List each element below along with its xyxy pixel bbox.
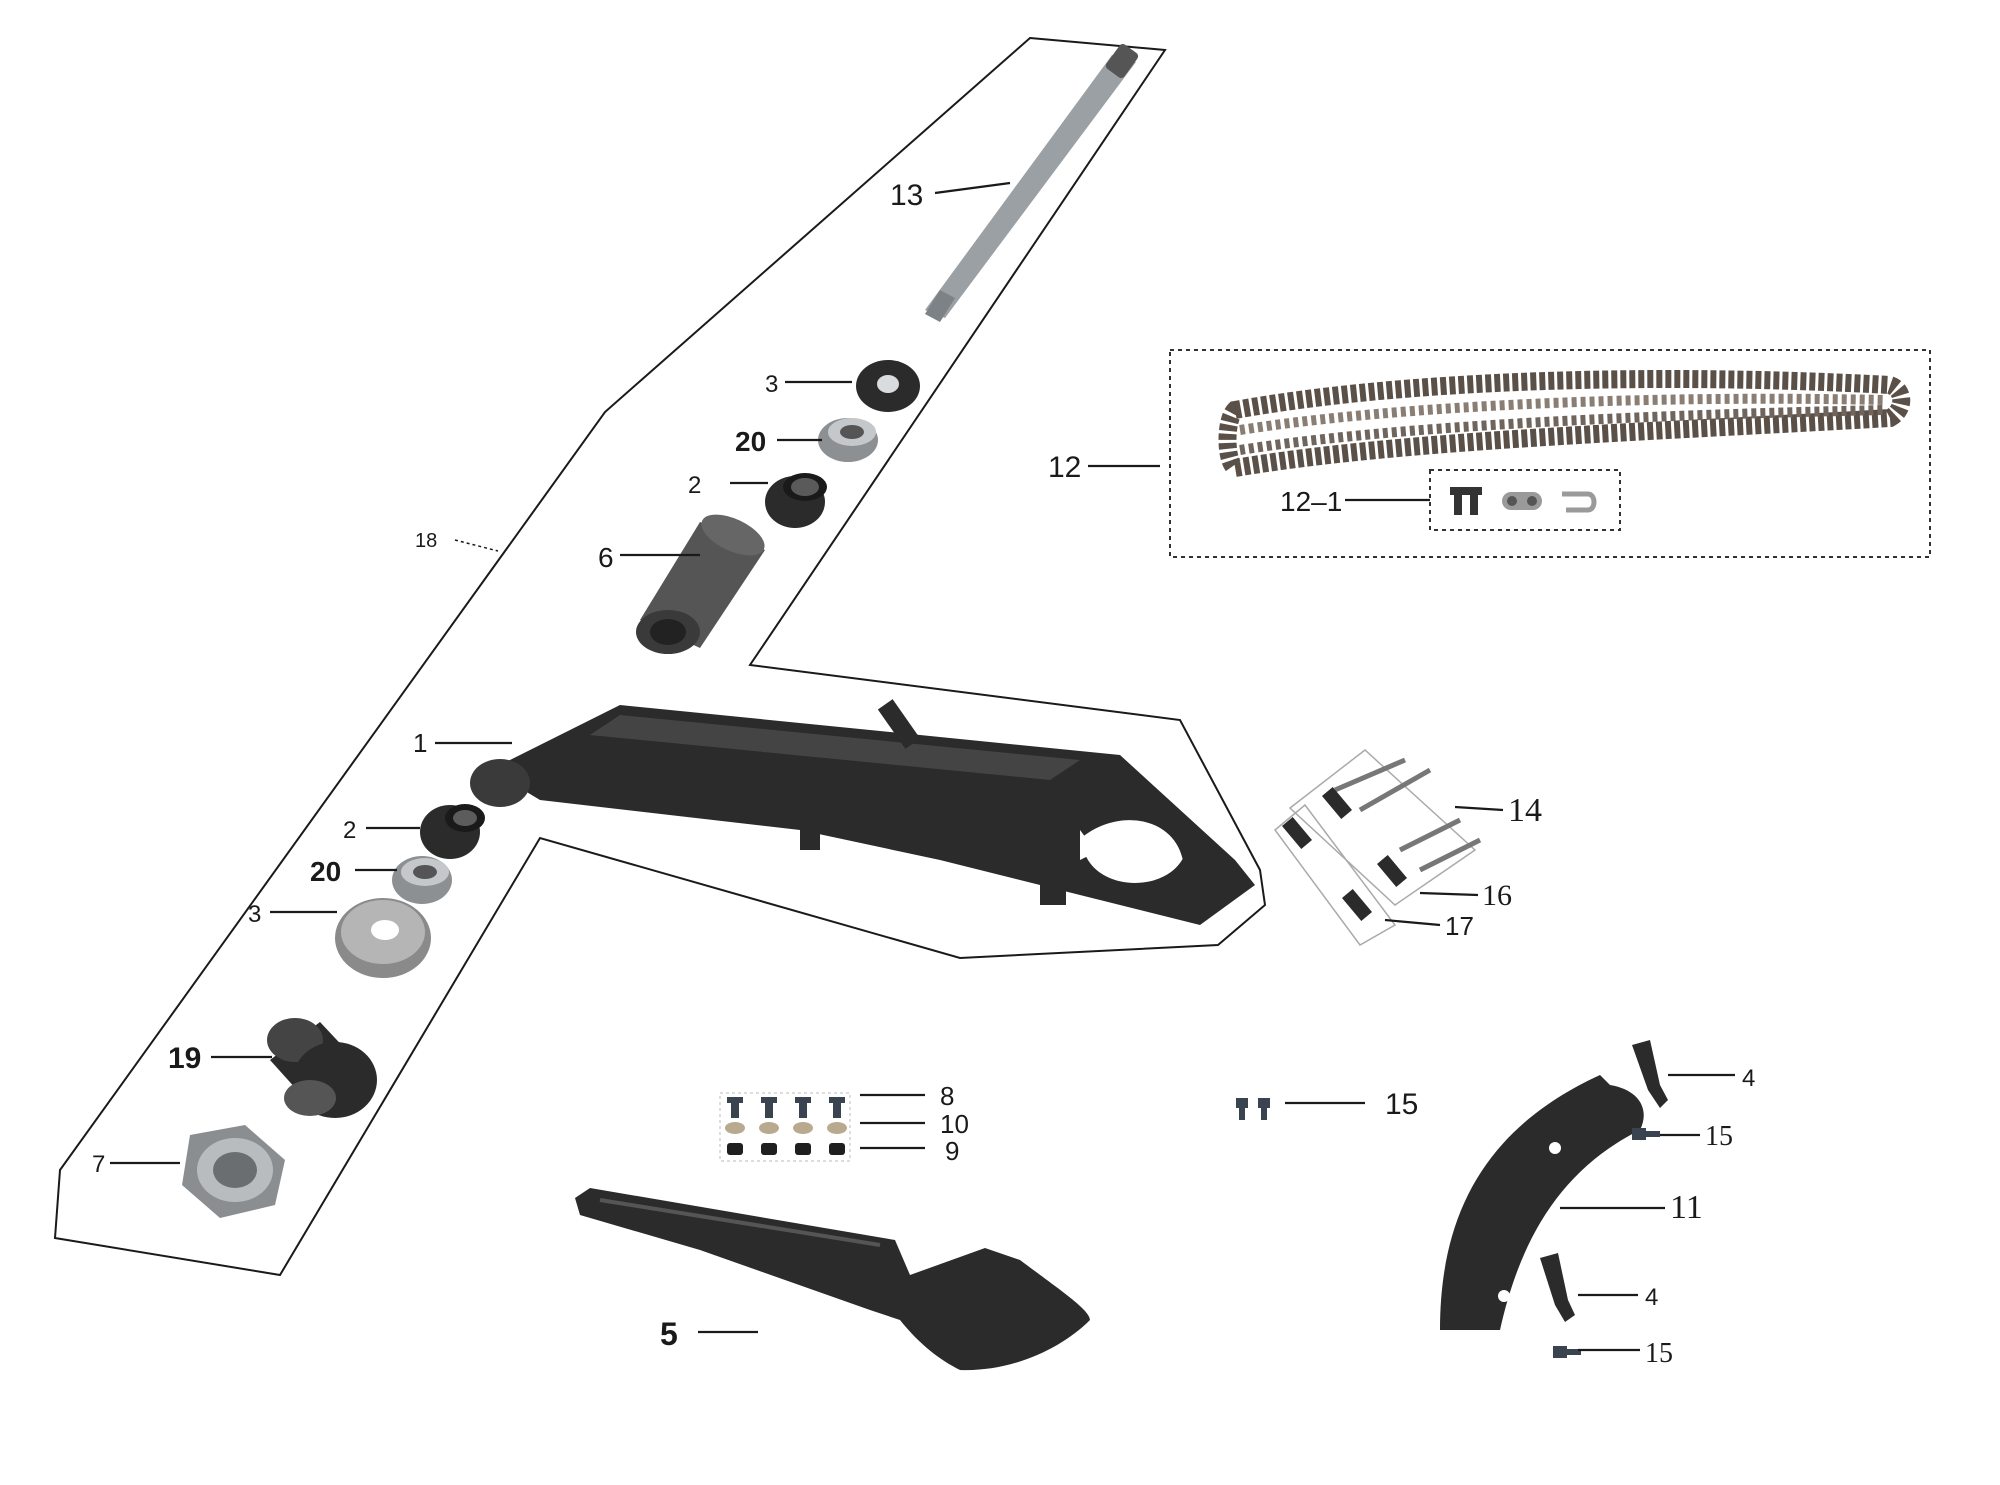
leader-lines: [110, 181, 1735, 1352]
chain-master-link-icon: [1450, 487, 1597, 515]
washer-top-icon: [856, 360, 920, 412]
drive-chain-icon: [1218, 369, 1911, 478]
callout-13: 13: [890, 179, 923, 212]
callout-15-top: 15: [1705, 1121, 1733, 1152]
fastener-set-icon: [719, 1092, 851, 1162]
chain-box-12: [1169, 349, 1931, 558]
callout-19: 19: [168, 1042, 201, 1075]
rear-mudguard-icon: [1440, 1075, 1644, 1330]
callout-3-top: 3: [765, 371, 778, 398]
chain-roller-icon: [267, 1018, 377, 1118]
spacer-tube-icon: [636, 514, 765, 654]
bearing-bottom-icon: [392, 856, 452, 904]
callout-9: 9: [945, 1136, 959, 1166]
callout-17: 17: [1445, 911, 1474, 941]
callout-18: 18: [415, 530, 437, 552]
bolt-top-icon: [1632, 1128, 1660, 1140]
callout-15-left: 15: [1385, 1088, 1418, 1121]
group-outline-18: [53, 36, 1267, 1277]
callout-4-top: 4: [1742, 1065, 1755, 1092]
callout-8: 8: [940, 1081, 954, 1111]
callout-14: 14: [1508, 792, 1542, 829]
bearing-top-icon: [818, 418, 878, 462]
bracket-top-icon: [1632, 1040, 1668, 1108]
bolt-pair-icon: [1236, 1098, 1270, 1120]
bolt-bottom-icon: [1553, 1346, 1581, 1358]
callout-2-top: 2: [688, 472, 701, 499]
chain-guard-icon: [575, 1188, 1090, 1371]
bushing-bottom-icon: [420, 804, 485, 859]
callout-7: 7: [92, 1151, 105, 1178]
callout-16: 16: [1482, 879, 1512, 912]
axle-bolt-icon: [925, 43, 1139, 322]
chain-fittings-box-12-1: [1429, 469, 1621, 531]
callout-10: 10: [940, 1109, 969, 1139]
callout-3-bottom: 3: [248, 901, 261, 928]
callout-20-bottom: 20: [310, 856, 341, 887]
washer-bottom-icon: [335, 898, 431, 978]
callout-2-bottom: 2: [343, 817, 356, 844]
callout-11: 11: [1670, 1189, 1703, 1226]
chain-slider-kit-icon: [1273, 749, 1482, 946]
callout-20-top: 20: [735, 426, 766, 457]
bracket-bottom-icon: [1540, 1253, 1575, 1322]
callout-15-bottom: 15: [1645, 1338, 1673, 1369]
callout-6: 6: [598, 542, 614, 573]
callout-4-bottom: 4: [1645, 1284, 1658, 1311]
axle-nut-icon: [182, 1125, 285, 1218]
swingarm-icon: [470, 699, 1255, 925]
callout-1: 1: [413, 728, 427, 758]
callout-5: 5: [660, 1316, 678, 1352]
callout-12: 12: [1048, 451, 1081, 484]
callout-12-1: 12–1: [1280, 486, 1342, 517]
bushing-top-icon: [765, 473, 827, 528]
